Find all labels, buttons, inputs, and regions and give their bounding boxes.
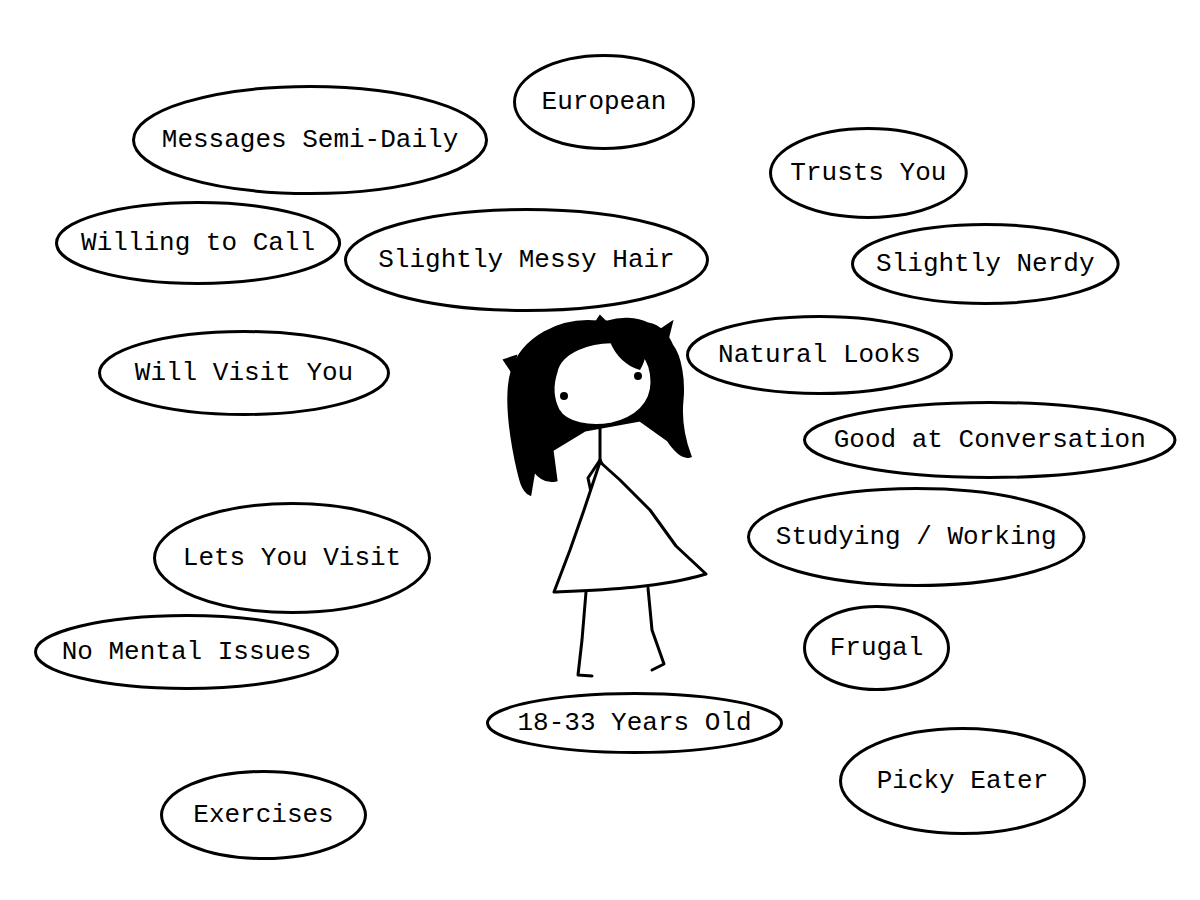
- leg: [578, 592, 592, 676]
- trait-ellipse: Exercises: [160, 770, 367, 860]
- trait-label: Trusts You: [790, 158, 946, 188]
- trait-label: 18-33 Years Old: [517, 708, 751, 738]
- trait-ellipse: No Mental Issues: [34, 614, 339, 690]
- face: [553, 342, 652, 426]
- trait-ellipse: 18-33 Years Old: [486, 692, 783, 754]
- ellipse-shape: [515, 56, 694, 149]
- trait-label: European: [542, 87, 667, 117]
- ellipse-shape: [57, 203, 340, 284]
- ellipse-shape: [346, 210, 708, 311]
- trait-ellipse: Slightly Nerdy: [851, 223, 1120, 305]
- trait-label: Picky Eater: [877, 766, 1049, 796]
- trait-ellipse: Lets You Visit: [153, 502, 431, 614]
- trait-label: Messages Semi-Daily: [162, 125, 458, 155]
- trait-ellipse: Willing to Call: [55, 201, 341, 285]
- trait-ellipse: Natural Looks: [686, 315, 953, 395]
- trait-ellipse: Frugal: [803, 605, 950, 691]
- trait-ellipse: Studying / Working: [747, 487, 1086, 587]
- eye: [634, 372, 642, 380]
- trait-ellipse: Messages Semi-Daily: [132, 85, 488, 195]
- trait-ellipse: Trusts You: [769, 127, 968, 219]
- ellipse-shape: [805, 607, 949, 690]
- bangs: [610, 342, 645, 370]
- trait-label: Exercises: [193, 800, 333, 830]
- ellipse-shape: [805, 403, 1176, 478]
- ellipse-shape: [36, 616, 338, 689]
- ellipse-shape: [134, 87, 487, 194]
- ellipse-shape: [488, 694, 782, 753]
- ellipse-shape: [688, 317, 952, 394]
- trait-label: Studying / Working: [776, 522, 1057, 552]
- trait-label: Good at Conversation: [834, 425, 1146, 455]
- trait-label: Slightly Messy Hair: [378, 245, 674, 275]
- trait-ellipse: Slightly Messy Hair: [344, 208, 709, 312]
- ellipse-shape: [749, 489, 1085, 586]
- trait-label: Willing to Call: [81, 228, 315, 258]
- trait-label: Slightly Nerdy: [876, 249, 1094, 279]
- neck: [599, 426, 602, 462]
- ellipse-shape: [841, 729, 1085, 834]
- ellipse-shape: [853, 225, 1119, 304]
- trait-ellipse: Picky Eater: [839, 727, 1086, 835]
- trait-label: Lets You Visit: [183, 543, 401, 573]
- ellipse-shape: [155, 504, 430, 613]
- trait-label: No Mental Issues: [62, 637, 312, 667]
- trait-ellipse: Good at Conversation: [803, 401, 1177, 479]
- leg: [648, 588, 664, 670]
- trait-ellipse: European: [513, 54, 695, 150]
- ellipse-shape: [100, 332, 389, 415]
- trait-label: Natural Looks: [718, 340, 921, 370]
- ellipse-shape: [771, 129, 967, 218]
- eye: [560, 392, 568, 400]
- trait-ellipse: Will Visit You: [98, 330, 390, 416]
- ellipse-shape: [162, 772, 366, 859]
- trait-label: Will Visit You: [135, 358, 353, 388]
- trait-label: Frugal: [830, 633, 924, 663]
- dress: [554, 462, 706, 592]
